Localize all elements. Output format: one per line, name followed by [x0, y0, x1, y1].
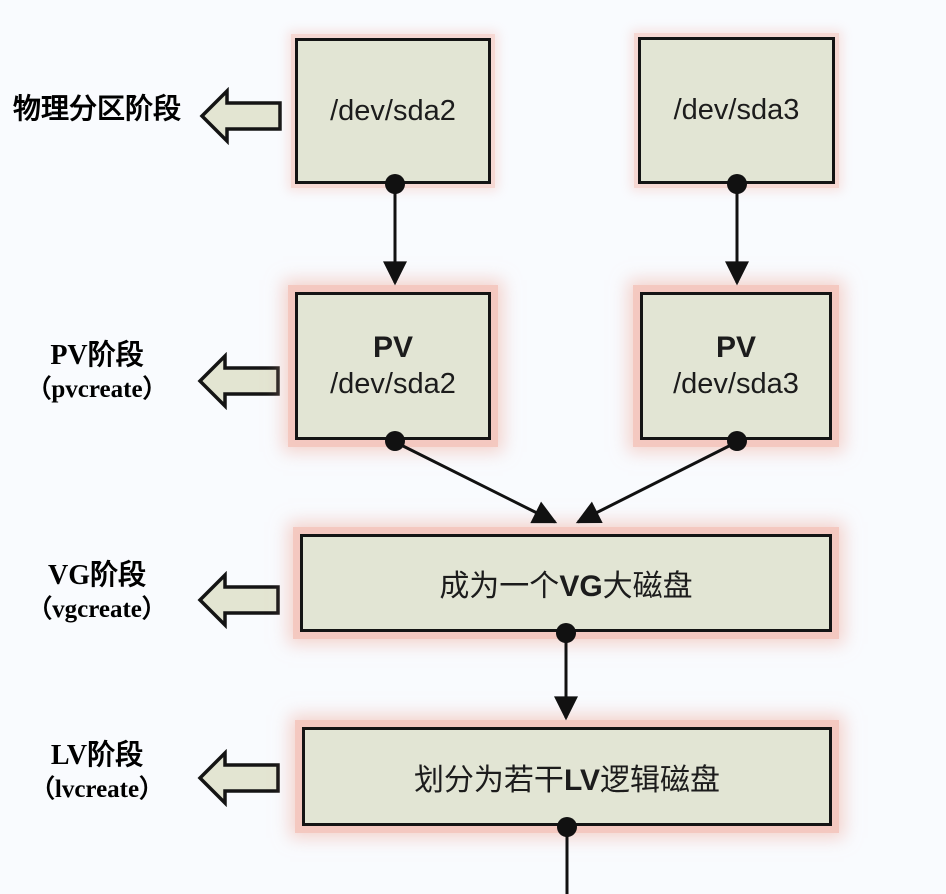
stage-label-text: PV阶段 — [50, 340, 144, 371]
node-dev-sda3: /dev/sda3 — [638, 37, 835, 184]
stage-label-command: （pvcreate） — [26, 376, 168, 404]
stage-label-vg: VG阶段 （vgcreate） — [2, 558, 192, 627]
node-label: /dev/sda2 — [330, 94, 456, 127]
node-pv-sda3: PV /dev/sda3 — [640, 292, 832, 440]
node-vg: 成为一个VG大磁盘 — [300, 534, 832, 632]
stage-label-lv: LV阶段 （lvcreate） — [2, 738, 192, 807]
node-pv-sda2: PV /dev/sda2 — [295, 292, 491, 440]
left-block-arrow-icon — [199, 87, 282, 145]
arrow-pv1-to-vg — [394, 440, 558, 524]
stage-label-text: LV阶段 — [50, 740, 144, 771]
node-title: PV — [372, 330, 414, 364]
stage-label-command: （vgcreate） — [27, 596, 167, 624]
node-dev-sda2: /dev/sda2 — [295, 38, 491, 184]
node-subtitle: /dev/sda3 — [673, 367, 799, 400]
stage-label-text: VG阶段 — [47, 560, 146, 591]
node-title: PV — [715, 330, 757, 364]
stage-label-physical-partition: 物理分区阶段 — [2, 92, 192, 128]
node-label: /dev/sda3 — [673, 94, 800, 127]
stage-label-command: （lvcreate） — [29, 776, 165, 804]
node-label: 成为一个VG大磁盘 — [439, 570, 693, 603]
node-lv: 划分为若干LV逻辑磁盘 — [302, 727, 832, 826]
stage-label-pv: PV阶段 （pvcreate） — [2, 338, 192, 407]
node-label: 划分为若干LV逻辑磁盘 — [413, 763, 721, 797]
node-subtitle: /dev/sda2 — [330, 367, 456, 400]
left-block-arrow-icon — [197, 571, 280, 629]
left-block-arrow-icon — [197, 749, 280, 807]
stage-label-text: 物理分区阶段 — [12, 94, 181, 125]
arrow-pv2-to-vg — [575, 440, 738, 524]
left-block-arrow-icon — [197, 352, 280, 410]
